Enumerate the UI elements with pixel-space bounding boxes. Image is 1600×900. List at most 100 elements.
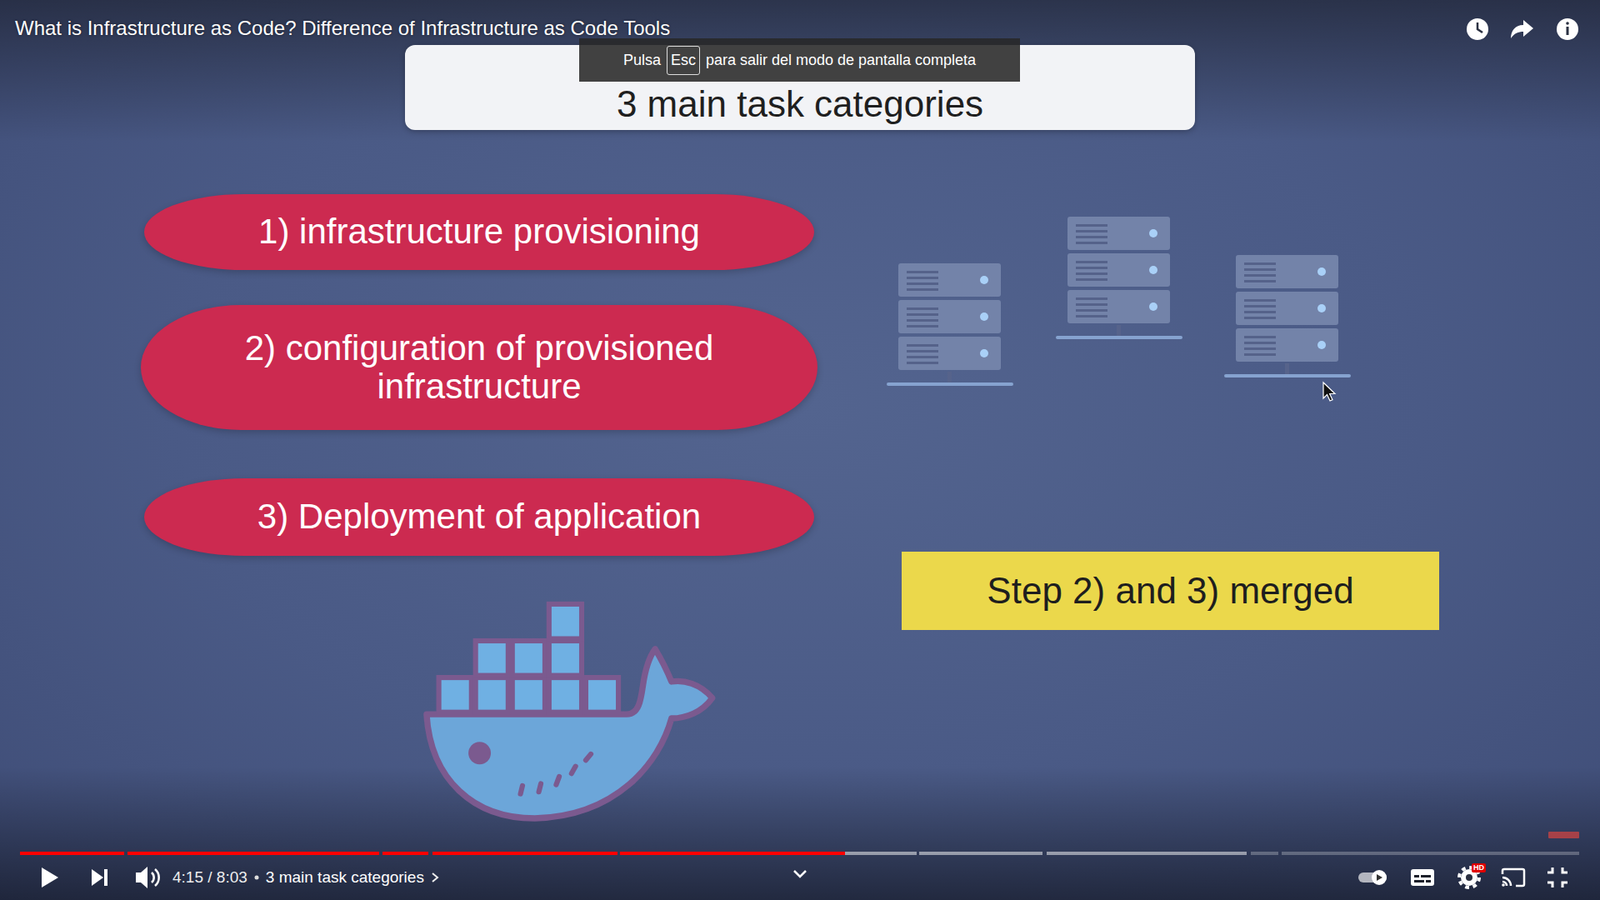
- server-unit: [1067, 290, 1170, 324]
- server-unit: [898, 263, 1001, 297]
- node-text: 3) Deployment of application: [257, 497, 701, 536]
- video-title: What is Infrastructure as Code? Differen…: [15, 16, 670, 40]
- chevron: [432, 873, 438, 882]
- server-base: [1055, 335, 1183, 340]
- node-text: Step 2) and 3) merged: [986, 570, 1354, 611]
- server-unit: [1067, 253, 1170, 287]
- info-icon: [1556, 18, 1579, 40]
- separator-dot: [254, 875, 260, 880]
- server-unit: [898, 300, 1001, 334]
- server-stem: [1116, 325, 1121, 337]
- progress-bar: [20, 831, 1580, 855]
- slide-title: 3 main task categories: [405, 83, 1195, 125]
- progress-played: [620, 851, 845, 855]
- progress-rest: [1281, 851, 1580, 855]
- info-dot: [1565, 21, 1570, 25]
- hint-text: para salir del modo de pantalla completa: [705, 51, 976, 70]
- container-box: [549, 604, 582, 640]
- speaker: [135, 866, 148, 889]
- server-icon: [1055, 216, 1183, 340]
- cc-line: [1414, 880, 1425, 883]
- time-row: 4:15 / 8:03 3 main task categories: [172, 866, 440, 889]
- container-box: [512, 640, 545, 676]
- cast-screen: [1502, 869, 1525, 886]
- fullscreen-hint: Pulsa Esc para salir del modo de pantalla …: [579, 38, 1020, 82]
- progress-played: [432, 851, 618, 855]
- cc-line: [1420, 875, 1431, 878]
- progress-played: [127, 851, 380, 855]
- next-triangle: [91, 869, 104, 886]
- share-icon: [1510, 20, 1534, 39]
- progress-buffered: [1046, 851, 1247, 855]
- cc-line: [1414, 875, 1420, 878]
- progress-played: [20, 851, 125, 855]
- container-box: [585, 677, 619, 713]
- note-box: Step 2) and 3) merged: [901, 551, 1440, 630]
- server-unit: [1235, 328, 1339, 362]
- hd-badge: HD: [1471, 863, 1486, 873]
- volume-icon: [135, 866, 160, 889]
- chevron-down: [794, 870, 806, 877]
- sound-waves: [151, 869, 160, 886]
- channel-watermark: [1548, 831, 1580, 839]
- next-icon: [91, 869, 108, 886]
- progress-rest: [1250, 851, 1279, 855]
- chapter-name: 3 main task categories: [265, 868, 425, 887]
- whale-eye: [468, 741, 491, 765]
- toggle-play: [1376, 874, 1383, 881]
- task-pill: 3) Deployment of application: [144, 478, 815, 556]
- task-pill: 2) configuration of provisioned infrastr…: [140, 305, 818, 430]
- container-box: [549, 640, 582, 676]
- server-stem: [947, 371, 952, 384]
- server-base: [886, 382, 1014, 386]
- progress-buffered: [919, 851, 1043, 855]
- cc-box: [1410, 869, 1435, 886]
- container-box: [512, 677, 545, 713]
- cc-line: [1425, 880, 1431, 883]
- server-unit: [898, 336, 1001, 370]
- container-box: [439, 677, 472, 713]
- chapter-chevron: [430, 871, 440, 884]
- next-bar: [104, 869, 108, 886]
- server-base: [1224, 374, 1351, 378]
- server-unit: [1235, 255, 1339, 289]
- server-unit: [1235, 291, 1339, 325]
- node-text: 2) configuration of provisioned infrastr…: [182, 329, 776, 406]
- docker-whale: [426, 604, 713, 819]
- info-stem: [1566, 26, 1570, 35]
- info-circle: [1556, 18, 1579, 40]
- whale-marks: [520, 754, 591, 795]
- progress-played: [382, 851, 429, 855]
- dot: [254, 875, 259, 880]
- container-box: [475, 640, 509, 676]
- subtitles-icon: [1410, 869, 1435, 886]
- gear-hole: [1465, 874, 1473, 881]
- exit-fullscreen-icon: [1547, 867, 1568, 888]
- key-cap: Esc: [666, 45, 700, 75]
- clock-hands: [1477, 22, 1483, 33]
- play-icon: [41, 867, 59, 888]
- progress-buffered: [845, 851, 917, 855]
- cast-waves: [1502, 877, 1511, 886]
- server-stem: [1285, 363, 1290, 375]
- time-display: 4:15 / 8:03: [172, 868, 248, 887]
- hint-text: Pulsa: [623, 51, 661, 70]
- toggle-knob: [1371, 870, 1387, 885]
- container-box: [549, 677, 582, 713]
- mouse-cursor: [1323, 382, 1335, 401]
- cast-icon: [1501, 869, 1525, 887]
- autoplay-toggle: [1358, 870, 1387, 885]
- cast-dot: [1501, 883, 1505, 887]
- task-pill: 1) infrastructure provisioning: [144, 194, 815, 270]
- server-icon: [1224, 255, 1351, 378]
- clock-face: [1466, 18, 1489, 40]
- container-box: [475, 677, 509, 713]
- server-unit: [1067, 216, 1170, 250]
- node-text: 1) infrastructure provisioning: [258, 212, 700, 251]
- watch-later-icon: [1466, 18, 1489, 40]
- server-icon: [886, 263, 1014, 386]
